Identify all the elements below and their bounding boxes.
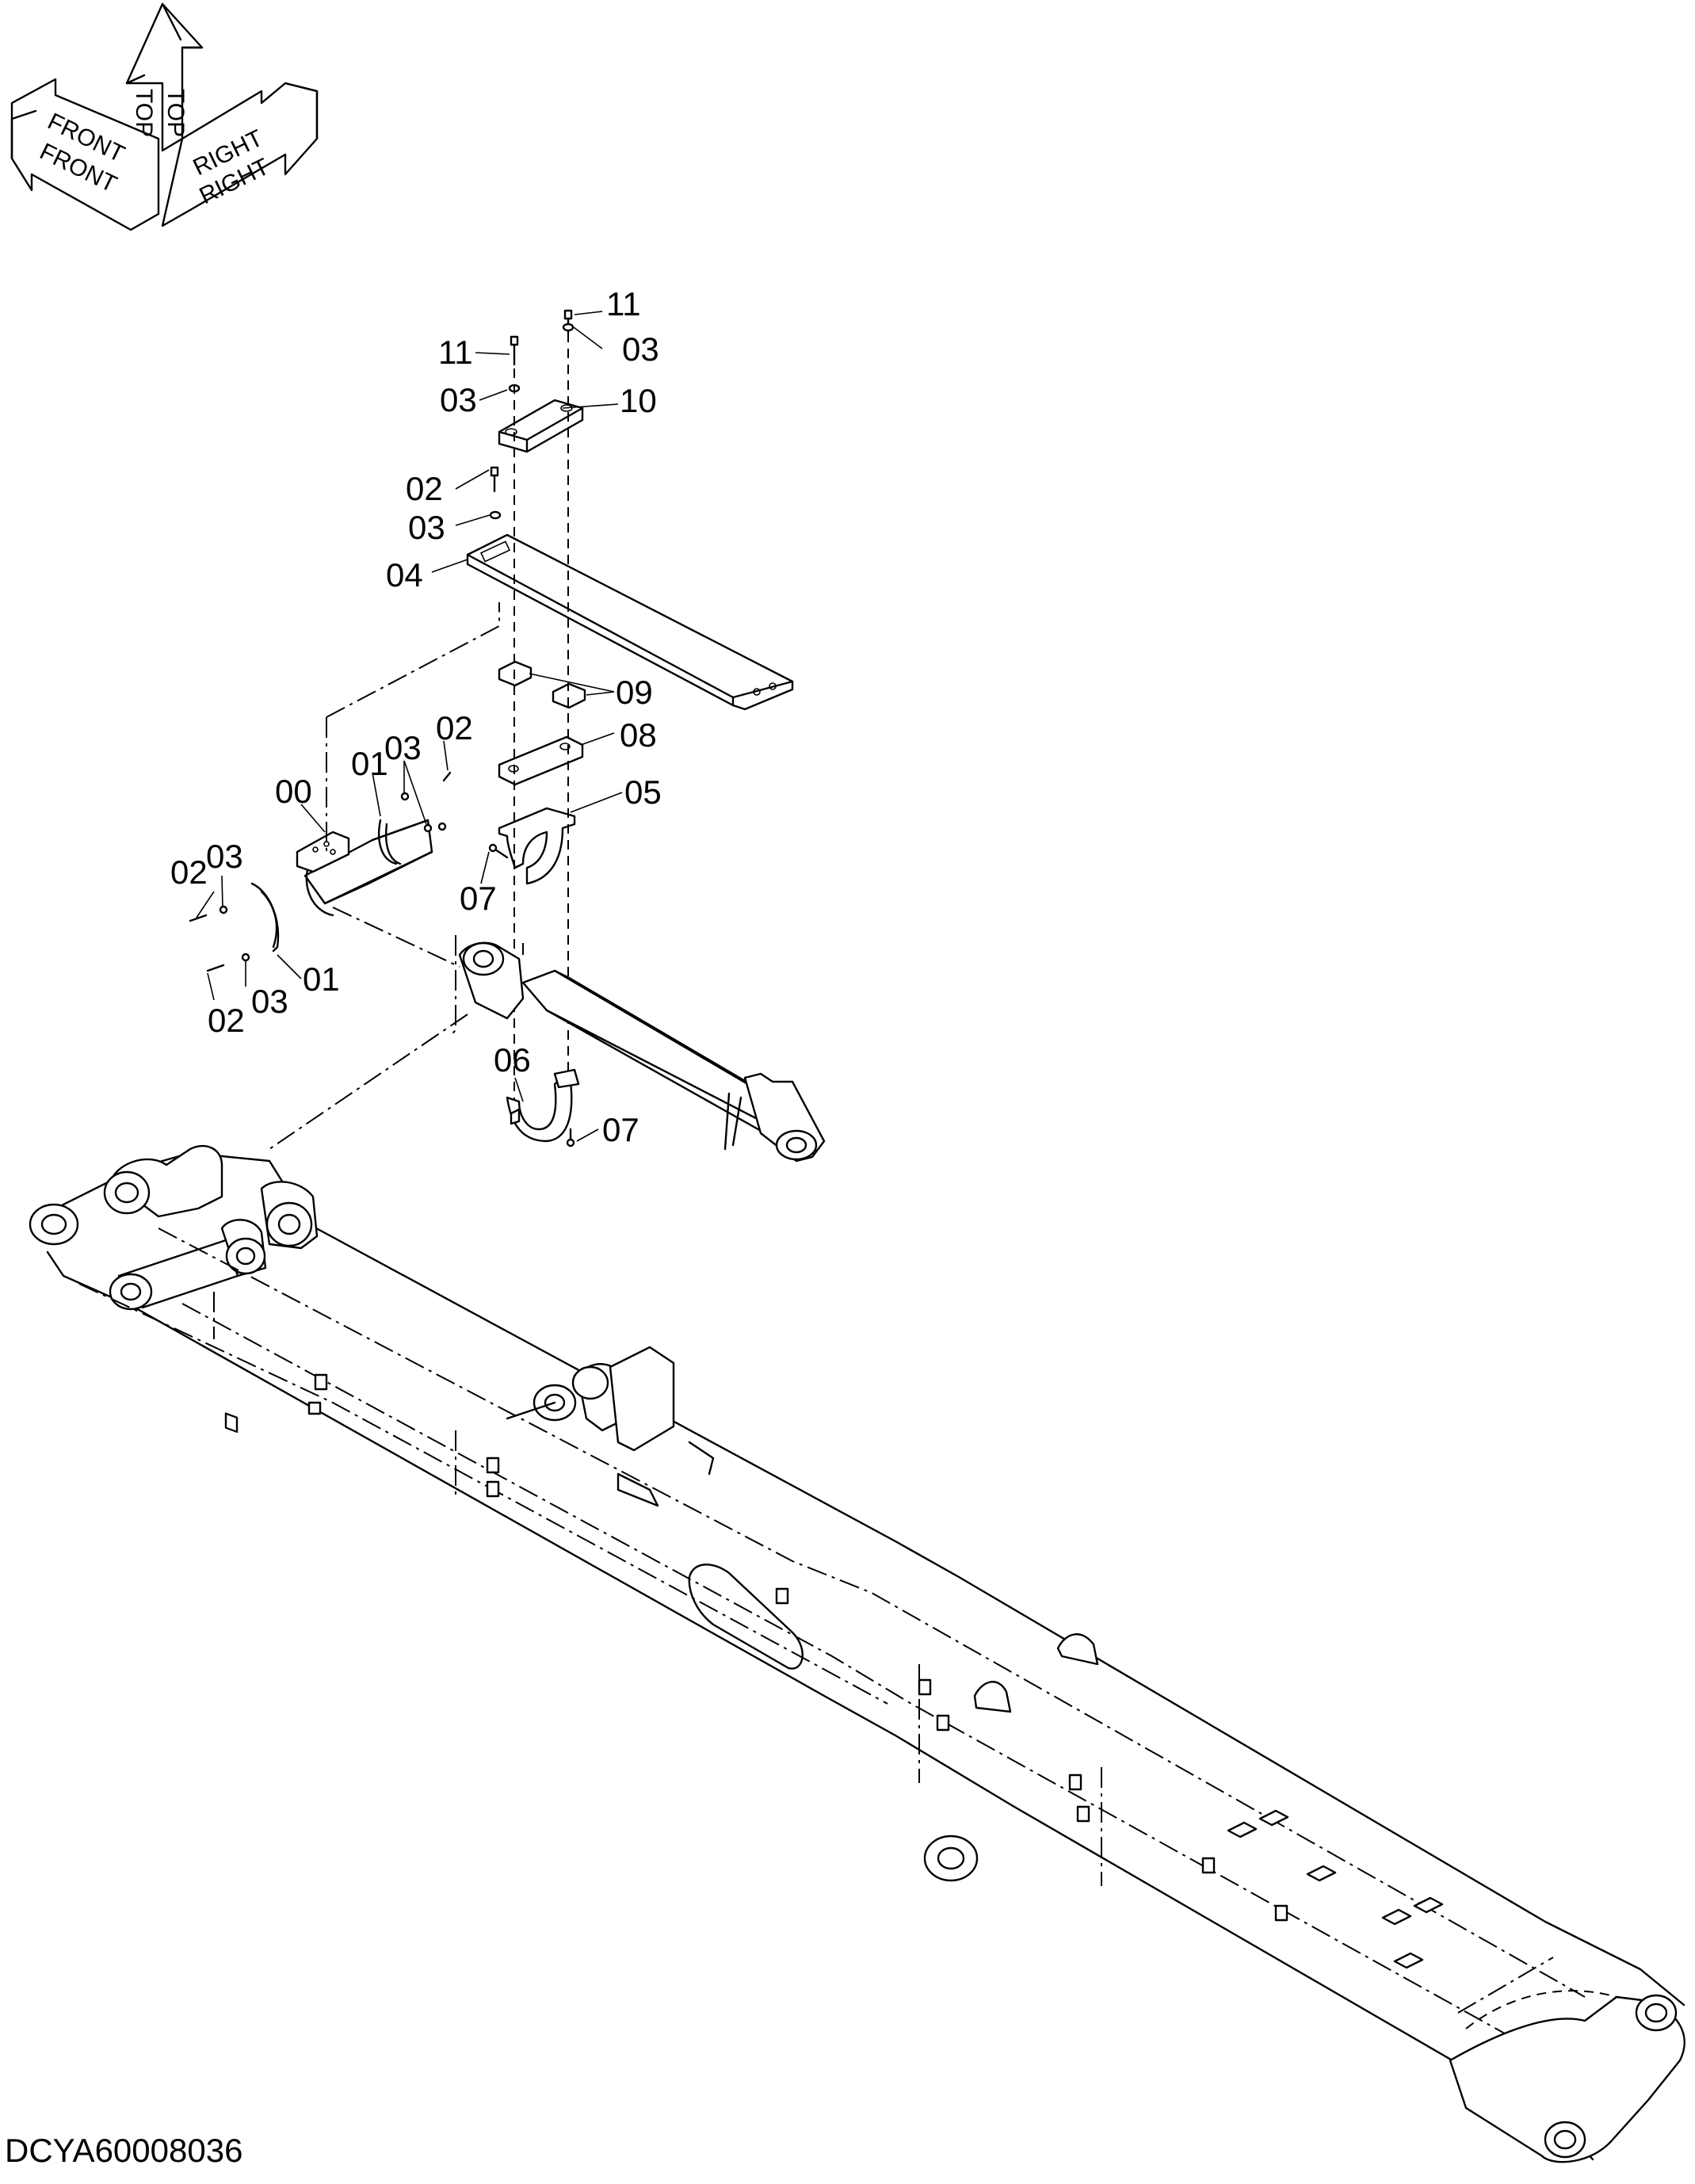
clamp-05-icon [498, 807, 576, 885]
callout-02: 02 [436, 709, 473, 746]
callout-01: 01 [303, 960, 340, 998]
washer-03-icon [219, 905, 228, 914]
callout-04: 04 [386, 556, 423, 594]
callout-labels: 11 03 11 03 10 02 03 04 09 08 05 07 00 0… [170, 285, 662, 1148]
pipe-assembly [189, 602, 500, 1150]
callout-05: 05 [624, 773, 662, 811]
callout-03: 03 [408, 509, 445, 546]
document-id: DCYA60008036 [5, 2132, 243, 2169]
callout-07: 07 [460, 880, 497, 917]
callout-07: 07 [602, 1111, 639, 1148]
washer-03-icon [423, 823, 433, 833]
orientation-arrows: FRONT FRONT TOP TOP RIGHT RIGHT [10, 2, 319, 231]
washer-03-icon [400, 792, 410, 801]
callout-06: 06 [494, 1041, 531, 1079]
callout-03: 03 [206, 838, 243, 875]
callout-11: 11 [606, 285, 641, 323]
callout-09: 09 [616, 674, 653, 711]
plate-10-icon [498, 399, 584, 453]
bolt-11-left-icon [510, 335, 519, 366]
leader-lines [196, 311, 623, 1142]
callout-00: 00 [275, 773, 312, 810]
callout-11: 11 [438, 334, 473, 371]
hydraulic-cylinder [451, 935, 826, 1163]
callout-03: 03 [251, 983, 288, 1020]
clamp-01-icon [378, 819, 398, 865]
bolt-07-icon [494, 848, 509, 859]
plate-04-icon [466, 533, 794, 711]
washer-03-icon [489, 510, 502, 520]
callout-03: 03 [622, 330, 659, 368]
callout-02: 02 [208, 1002, 245, 1039]
top-label-2: TOP [162, 89, 189, 137]
washer-03-icon [241, 953, 250, 962]
callout-03: 03 [384, 729, 422, 766]
callout-02: 02 [406, 470, 443, 507]
plate-08-icon [498, 735, 584, 786]
washer-03-icon [562, 323, 575, 332]
top-label: TOP [131, 89, 157, 137]
callout-03: 03 [440, 381, 477, 418]
upper-bracket-parts [466, 309, 794, 1109]
callout-10: 10 [620, 382, 657, 419]
bolt-02-icon [490, 466, 499, 477]
arm-structure [29, 1144, 1685, 2163]
callout-01: 01 [351, 745, 388, 782]
clamp-06 [506, 1068, 580, 1147]
callout-08: 08 [620, 716, 657, 754]
callout-02: 02 [170, 853, 208, 891]
